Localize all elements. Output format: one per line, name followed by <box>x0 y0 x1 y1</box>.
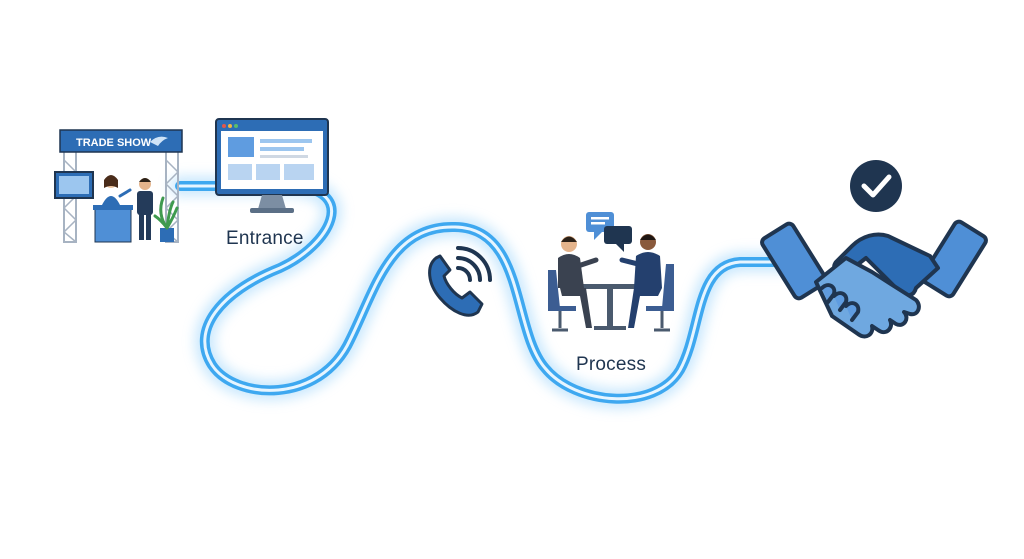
booth-banner-text: TRADE SHOW <box>76 137 152 149</box>
entrance-label: Entrance <box>226 228 304 249</box>
computer-monitor-icon <box>215 118 329 213</box>
phone-call-icon <box>428 246 492 317</box>
process-label: Process <box>576 354 647 375</box>
trade-show-booth-icon: TRADE SHOW <box>54 129 183 243</box>
chat-bubbles-icon <box>586 212 632 252</box>
handshake-icon <box>760 219 988 339</box>
journey-path <box>170 176 800 409</box>
checkmark-badge-icon <box>850 160 902 212</box>
business-meeting-icon <box>548 212 674 332</box>
